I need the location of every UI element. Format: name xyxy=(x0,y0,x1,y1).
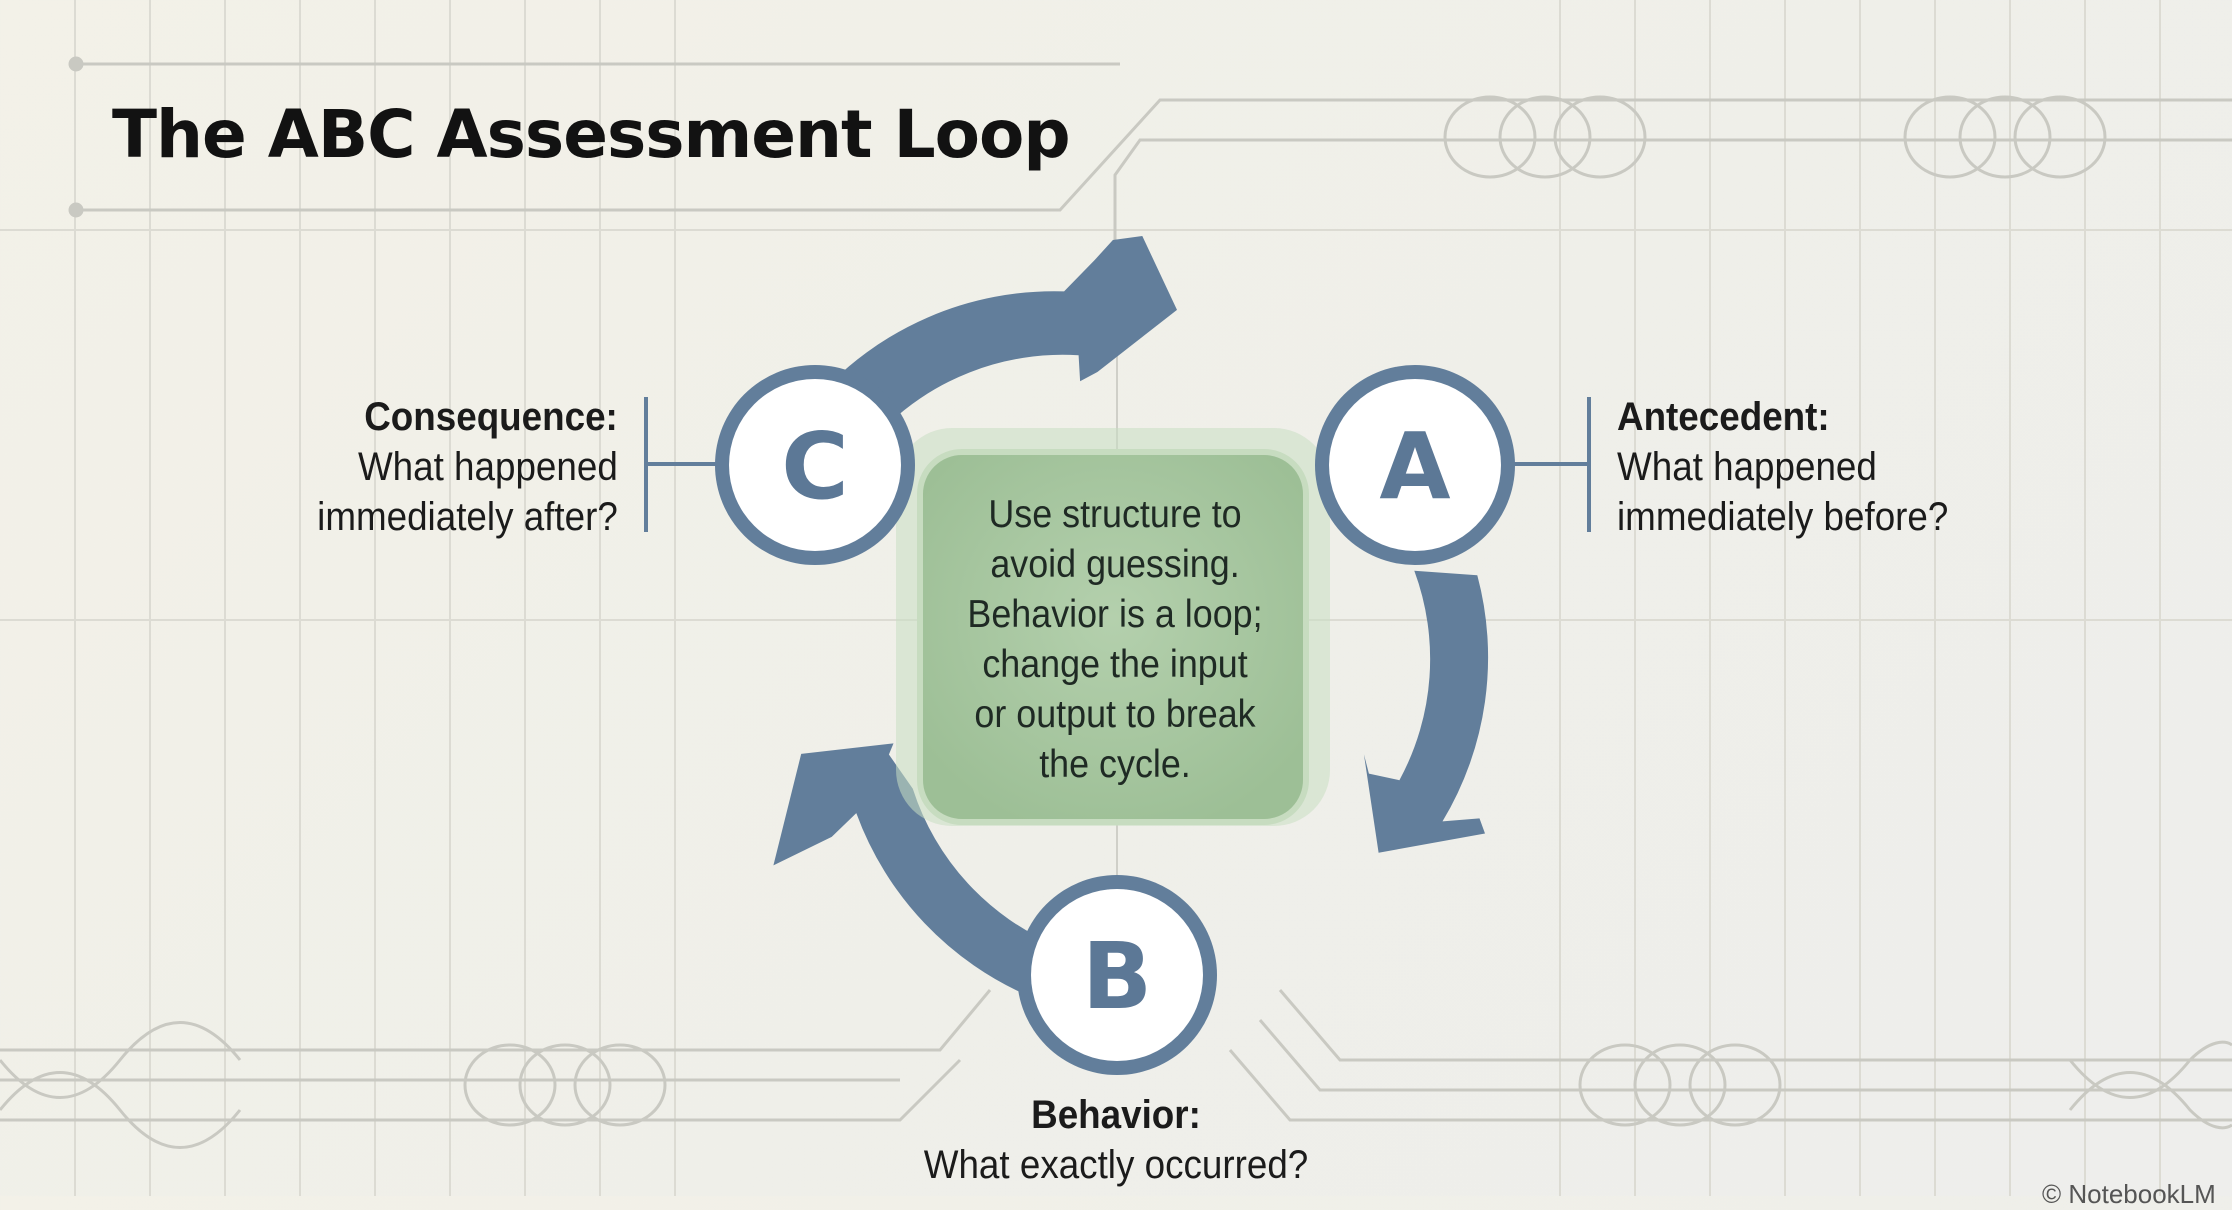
loop-arrows xyxy=(773,236,1489,997)
center-note-line: change the input xyxy=(982,643,1248,686)
node-behavior: B xyxy=(1017,875,1217,1075)
center-note-line: Use structure to xyxy=(988,493,1242,536)
antecedent-label: Antecedent: What happened immediately be… xyxy=(1617,392,1948,542)
node-letter-c: C xyxy=(781,413,849,520)
center-note-line: avoid guessing. xyxy=(990,543,1240,586)
center-box xyxy=(917,449,1309,825)
connectors xyxy=(644,397,1591,532)
behavior-label: Behavior: What exactly occurred? xyxy=(840,1090,1392,1190)
arrow-b-to-c xyxy=(773,743,1058,997)
node-antecedent: A xyxy=(1315,365,1515,565)
consequence-heading: Consequence: xyxy=(364,395,618,439)
arrow-c-to-a xyxy=(815,236,1177,435)
behavior-line-1: What exactly occurred? xyxy=(923,1143,1309,1187)
node-consequence: C xyxy=(715,365,915,565)
center-note: Use structure to avoid guessing. Behavio… xyxy=(945,490,1285,790)
antecedent-heading: Antecedent: xyxy=(1617,395,1830,439)
decorative-circuit-lines xyxy=(0,56,2232,1149)
center-note-line: Behavior is a loop; xyxy=(967,593,1263,636)
watermark: © NotebookLM xyxy=(2042,1179,2216,1209)
antecedent-line-1: What happened xyxy=(1617,445,1877,489)
antecedent-line-2: immediately before? xyxy=(1617,495,1949,539)
behavior-heading: Behavior: xyxy=(1031,1093,1201,1137)
consequence-line-1: What happened xyxy=(358,445,618,489)
node-letter-b: B xyxy=(1082,923,1152,1030)
consequence-label: Consequence: What happened immediately a… xyxy=(317,392,618,542)
page-title: The ABC Assessment Loop xyxy=(112,96,1071,173)
center-note-line: or output to break xyxy=(974,693,1256,736)
consequence-line-2: immediately after? xyxy=(317,495,618,539)
node-letter-a: A xyxy=(1379,413,1450,520)
center-note-line: the cycle. xyxy=(1039,743,1191,786)
arrow-a-to-b xyxy=(1363,570,1489,853)
